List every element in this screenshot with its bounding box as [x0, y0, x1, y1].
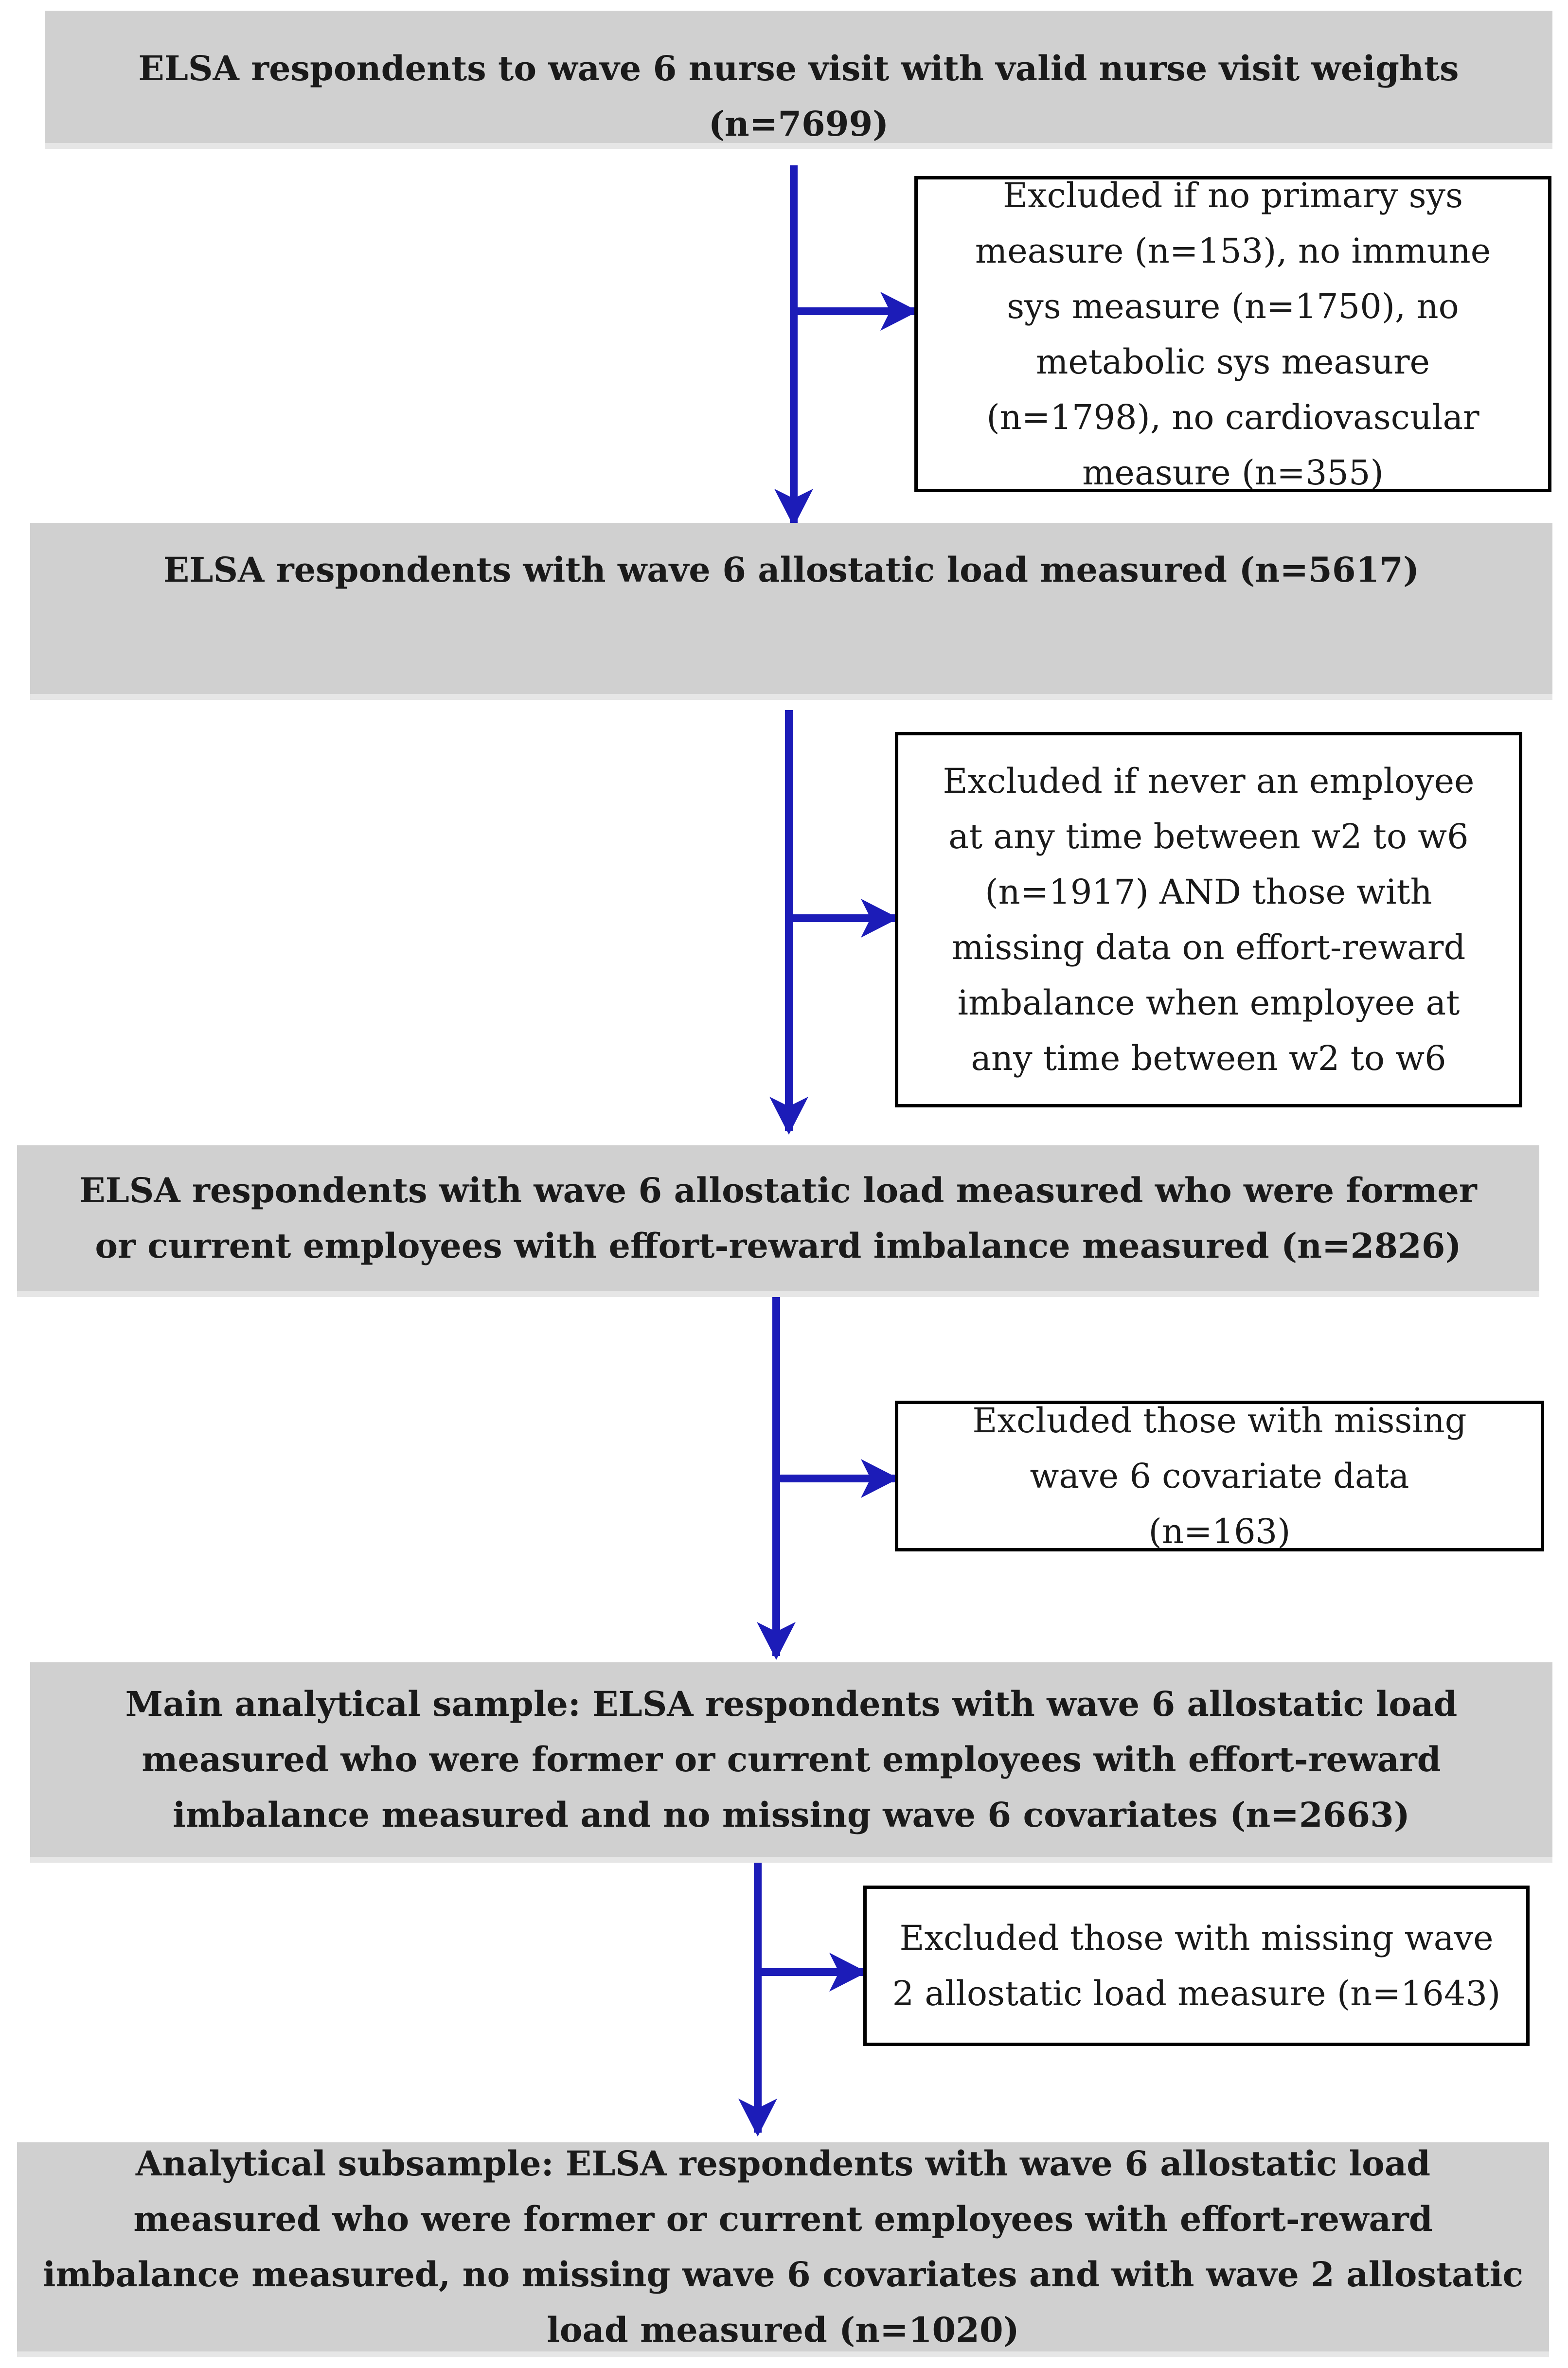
exclusion-box-4: Excluded those with missing wave 2 allos… — [863, 1886, 1530, 2046]
exclusion-box-3: Excluded those with missing wave 6 covar… — [895, 1401, 1544, 1551]
exclusion-box-1: Excluded if no primary sys measure (n=15… — [914, 176, 1551, 493]
stage-box-4: Main analytical sample: ELSA respondents… — [30, 1662, 1552, 1857]
stage-text-3: ELSA respondents with wave 6 allostatic … — [79, 1170, 1477, 1266]
stage-text-2: ELSA respondents with wave 6 allostatic … — [163, 550, 1420, 590]
stage-box-1: ELSA respondents to wave 6 nurse visit w… — [45, 11, 1552, 144]
stage-box-5: Analytical subsample: ELSA respondents w… — [17, 2142, 1549, 2351]
stage-text-4: Main analytical sample: ELSA respondents… — [125, 1684, 1458, 1835]
exclusion-text-3: Excluded those with missing wave 6 covar… — [972, 1401, 1467, 1551]
stage-box-3: ELSA respondents with wave 6 allostatic … — [17, 1145, 1539, 1291]
exclusion-box-2: Excluded if never an employee at any tim… — [895, 732, 1522, 1107]
exclusion-text-1: Excluded if no primary sys measure (n=15… — [975, 176, 1491, 493]
exclusion-text-2: Excluded if never an employee at any tim… — [943, 761, 1475, 1078]
stage-box-2: ELSA respondents with wave 6 allostatic … — [30, 523, 1552, 694]
exclusion-text-4: Excluded those with missing wave 2 allos… — [892, 1918, 1501, 2013]
stage-text-5: Analytical subsample: ELSA respondents w… — [42, 2143, 1524, 2350]
stage-text-1: ELSA respondents to wave 6 nurse visit w… — [138, 48, 1459, 144]
